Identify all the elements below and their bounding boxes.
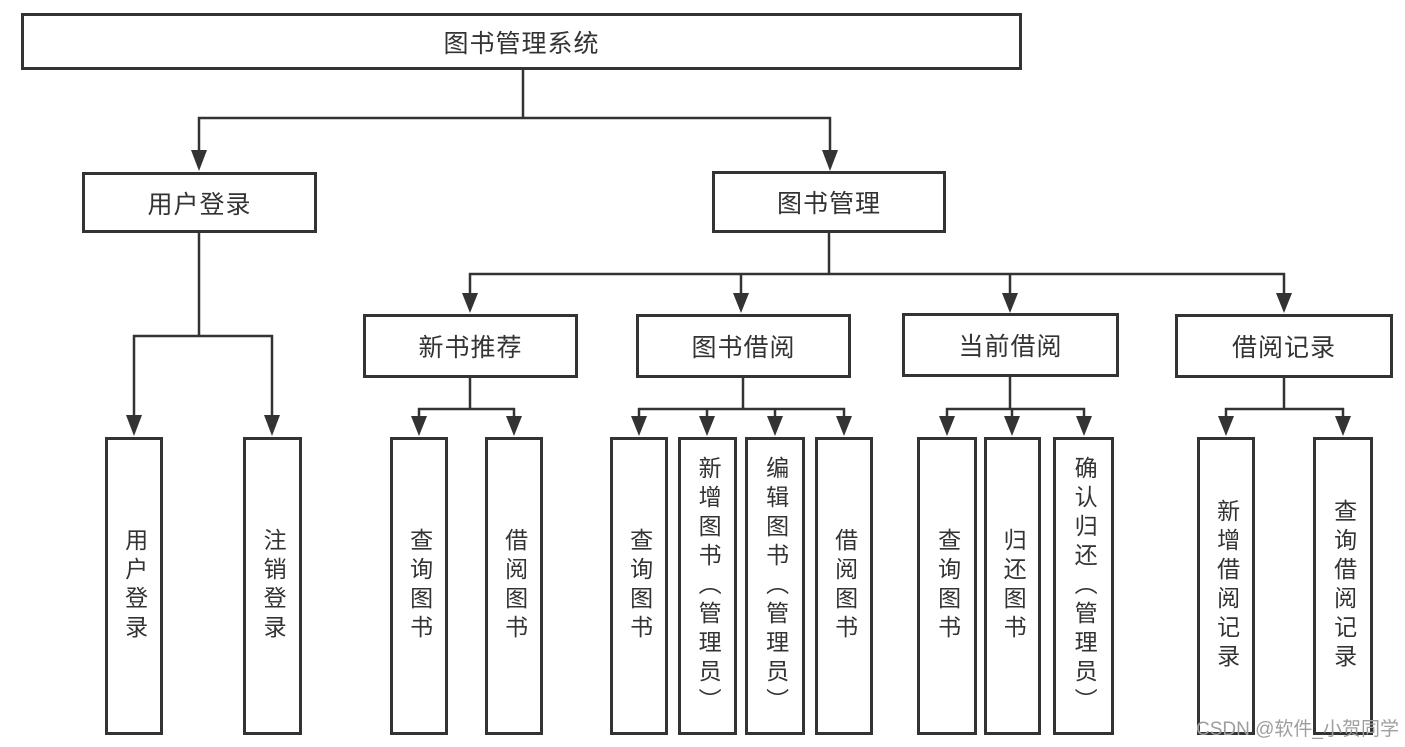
leaf-borrow-query-book-label: 查询图书	[626, 528, 653, 644]
leaf-user-login-label: 用户登录	[121, 528, 148, 644]
leaf-current-return-book-label: 归还图书	[1000, 528, 1027, 644]
leaf-record-query-label: 查询借阅记录	[1330, 499, 1357, 673]
node-root-system: 图书管理系统	[21, 13, 1022, 70]
connector-bookmgmt-to-level3	[462, 233, 1292, 313]
leaf-current-confirm-return-label: 确认归还（管理员）	[1071, 455, 1098, 717]
node-borrow-record-label: 借阅记录	[1231, 334, 1336, 362]
node-new-book-recommend: 新书推荐	[363, 314, 578, 378]
leaf-record-add-label: 新增借阅记录	[1213, 499, 1240, 673]
node-book-management: 图书管理	[712, 171, 946, 233]
leaf-logout: 注销登录	[243, 437, 302, 735]
node-borrow-record: 借阅记录	[1175, 314, 1393, 378]
node-new-book-recommend-label: 新书推荐	[418, 334, 523, 362]
leaf-rec-query-book-label: 查询图书	[406, 528, 433, 644]
leaf-borrow-add-book-label: 新增图书（管理员）	[695, 455, 722, 717]
leaf-user-login: 用户登录	[105, 437, 163, 735]
leaf-borrow-query-book: 查询图书	[610, 437, 668, 735]
node-book-borrow: 图书借阅	[636, 314, 851, 378]
leaf-borrow-edit-book: 编辑图书（管理员）	[745, 437, 805, 735]
leaf-current-confirm-return: 确认归还（管理员）	[1053, 437, 1114, 735]
leaf-borrow-add-book: 新增图书（管理员）	[678, 437, 737, 735]
node-user-login: 用户登录	[82, 172, 317, 233]
node-book-management-label: 图书管理	[776, 190, 881, 218]
node-book-borrow-label: 图书借阅	[691, 334, 796, 362]
leaf-rec-borrow-book-label: 借阅图书	[501, 528, 528, 644]
node-user-login-label: 用户登录	[147, 190, 252, 219]
leaf-borrow-borrow-book-label: 借阅图书	[831, 528, 858, 644]
connector-currentborrow-to-leaves	[939, 377, 1092, 436]
connector-userlogin-to-leaves	[126, 233, 280, 436]
node-root-label: 图书管理系统	[443, 29, 600, 58]
node-current-borrow: 当前借阅	[902, 313, 1119, 377]
connector-newbookrec-to-leaves	[411, 378, 522, 436]
node-current-borrow-label: 当前借阅	[958, 333, 1063, 361]
leaf-logout-label: 注销登录	[260, 528, 287, 644]
leaf-borrow-borrow-book: 借阅图书	[815, 437, 873, 735]
leaf-record-add: 新增借阅记录	[1197, 437, 1255, 735]
leaf-rec-query-book: 查询图书	[390, 437, 448, 735]
connector-bookborrow-to-leaves	[631, 378, 852, 436]
leaf-record-query: 查询借阅记录	[1313, 437, 1373, 735]
leaf-current-query-book-label: 查询图书	[934, 528, 961, 644]
csdn-watermark: CSDN @软件_小贺同学	[1196, 719, 1399, 740]
connector-borrowrecord-to-leaves	[1218, 378, 1351, 436]
leaf-borrow-edit-book-label: 编辑图书（管理员）	[762, 455, 789, 717]
leaf-current-query-book: 查询图书	[917, 437, 977, 735]
leaf-current-return-book: 归还图书	[984, 437, 1041, 735]
leaf-rec-borrow-book: 借阅图书	[485, 437, 543, 735]
connector-root-to-level2	[191, 70, 838, 171]
